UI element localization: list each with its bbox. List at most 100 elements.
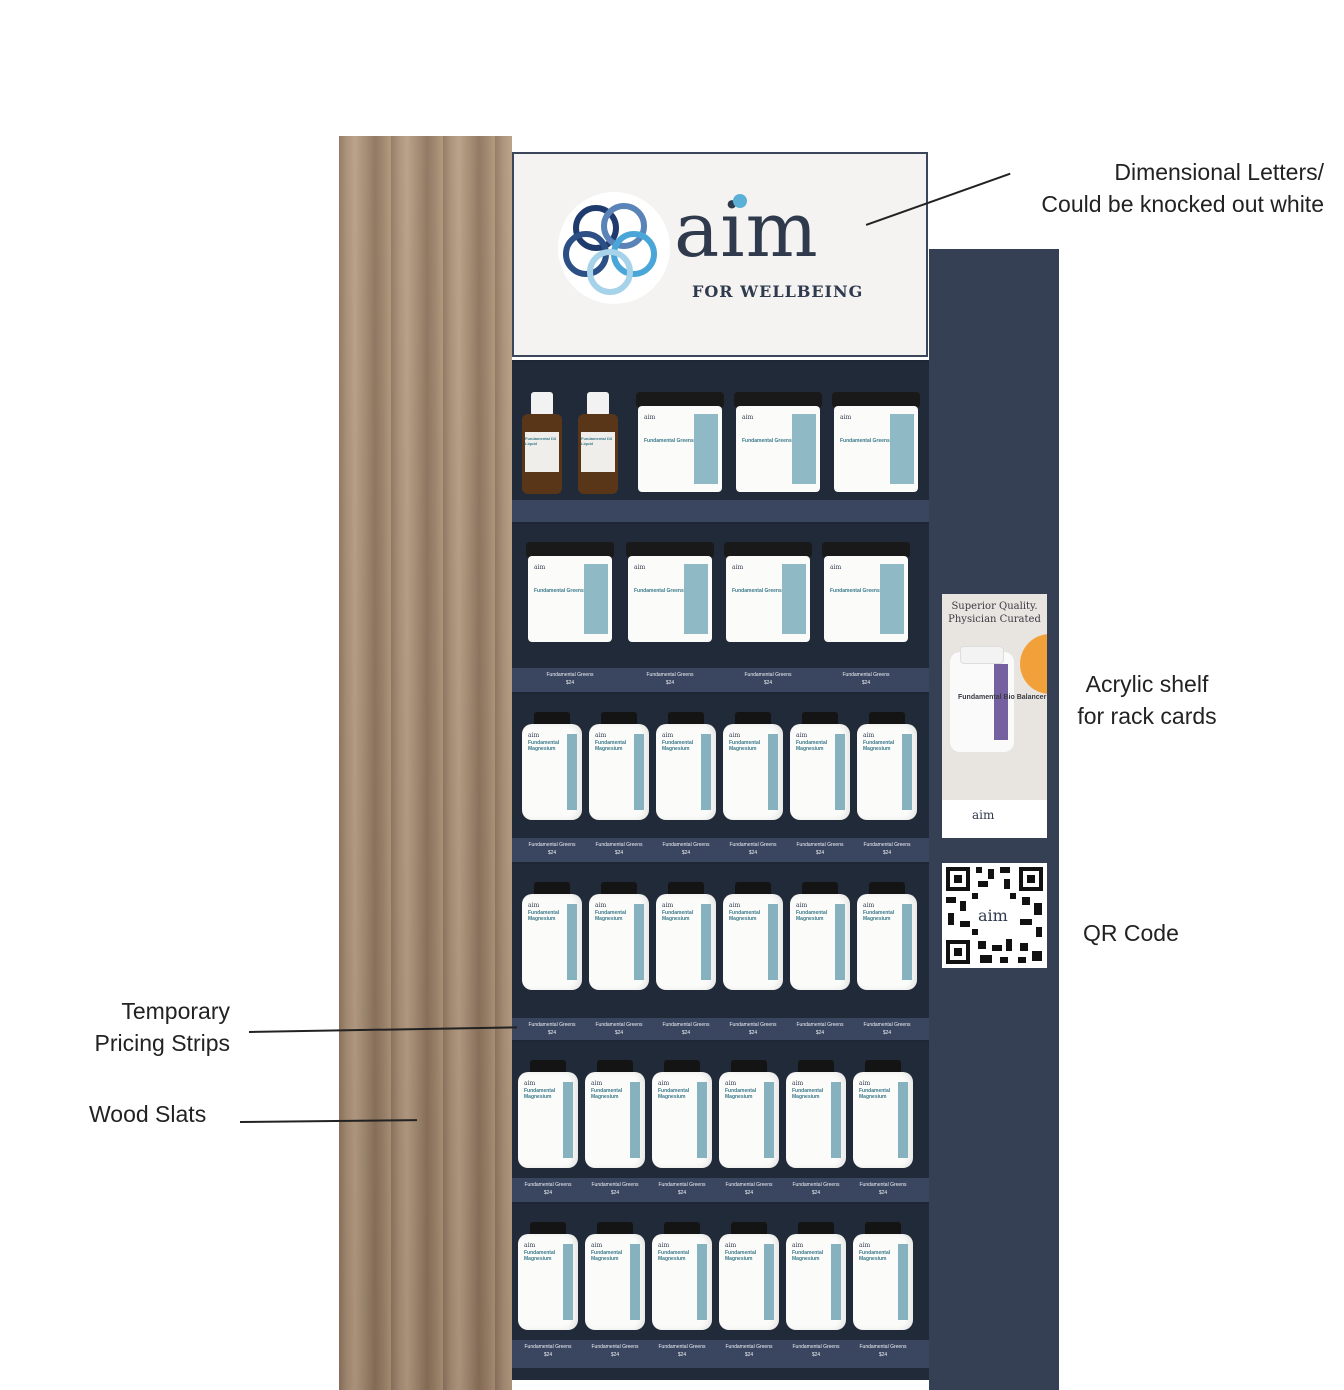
price-label: Fundamental Greens$24: [720, 671, 816, 687]
magnesium-bottle-logo: aim: [658, 1080, 670, 1087]
greens-tub-band: [694, 414, 718, 484]
greens-tub-band: [584, 564, 608, 634]
price-label-price: $24: [763, 680, 773, 686]
price-label-name: Fundamental Greens: [796, 842, 844, 848]
magnesium-bottle-cap: [601, 712, 637, 726]
greens-tub-name: Fundamental Greens: [840, 438, 890, 444]
price-label-price: $24: [565, 680, 575, 686]
price-label-price: $24: [748, 850, 758, 856]
header-sign: aim FOR WELLBEING: [512, 152, 928, 357]
price-label: Fundamental Greens$24: [782, 1181, 850, 1197]
magnesium-bottle-cap: [798, 1060, 834, 1074]
price-label: Fundamental Greens$24: [715, 1181, 783, 1197]
greens-tub-logo: aim: [534, 564, 546, 571]
greens-tub-name: Fundamental Greens: [732, 588, 782, 594]
magnesium-bottle-cap: [597, 1060, 633, 1074]
magnesium-bottle-name: Fundamental Magnesium: [863, 740, 895, 752]
price-label: Fundamental Greens$24: [581, 1181, 649, 1197]
wood-slats: [339, 136, 512, 1390]
greens-tub-lid: [526, 542, 614, 558]
magnesium-bottle-name: Fundamental Magnesium: [591, 1088, 623, 1100]
price-label-price: $24: [677, 1352, 687, 1358]
magnesium-bottle-band: [567, 904, 577, 980]
magnesium-bottle-logo: aim: [859, 1242, 871, 1249]
magnesium-bottle-band: [764, 1244, 774, 1320]
magnesium-bottle-name: Fundamental Magnesium: [725, 1250, 757, 1262]
annotation-wood-slats: Wood Slats: [89, 1101, 207, 1127]
rack-card-bottle-cap: [960, 646, 1004, 664]
price-label-price: $24: [811, 1352, 821, 1358]
price-label-price: $24: [878, 1352, 888, 1358]
price-label-name: Fundamental Greens: [859, 1344, 907, 1350]
magnesium-bottle-logo: aim: [591, 1080, 603, 1087]
price-label-price: $24: [811, 1190, 821, 1196]
magnesium-bottle-name: Fundamental Magnesium: [729, 910, 761, 922]
magnesium-bottle-cap: [534, 712, 570, 726]
annotation-acrylic-line2: for rack cards: [1077, 703, 1217, 729]
magnesium-bottle-logo: aim: [729, 902, 741, 909]
oil-bottle-cap: [587, 392, 609, 416]
oil-bottle: Fundamental D3 Liquid: [522, 392, 562, 496]
price-label: Fundamental Greens$24: [514, 1181, 582, 1197]
magnesium-bottle-cap: [735, 712, 771, 726]
price-label-name: Fundamental Greens: [646, 672, 694, 678]
magnesium-bottle-logo: aim: [792, 1080, 804, 1087]
greens-tub-band: [890, 414, 914, 484]
greens-tub-lid: [734, 392, 822, 408]
price-label-price: $24: [547, 1030, 557, 1036]
price-label: Fundamental Greens$24: [585, 841, 653, 857]
magnesium-bottle-cap: [735, 882, 771, 896]
price-label-name: Fundamental Greens: [796, 1022, 844, 1028]
price-label: Fundamental Greens$24: [719, 1021, 787, 1037]
greens-tub-logo: aim: [742, 414, 754, 421]
flower-logo-icon: [563, 203, 657, 295]
oil-bottle-name: Fundamental D3 Liquid: [581, 436, 613, 446]
magnesium-bottle-name: Fundamental Magnesium: [725, 1088, 757, 1100]
magnesium-bottle-logo: aim: [662, 902, 674, 909]
greens-tub-logo: aim: [830, 564, 842, 571]
magnesium-bottle-logo: aim: [863, 902, 875, 909]
price-label-price: $24: [543, 1190, 553, 1196]
price-label-price: $24: [665, 680, 675, 686]
price-label: Fundamental Greens$24: [853, 841, 921, 857]
oil-bottle-label: [581, 432, 615, 472]
magnesium-bottle-name: Fundamental Magnesium: [729, 740, 761, 752]
greens-tub-lid: [724, 542, 812, 558]
qr-code[interactable]: aim: [942, 863, 1047, 968]
greens-tub-band: [792, 414, 816, 484]
oil-bottle-name: Fundamental D3 Liquid: [525, 436, 557, 446]
annotation-acrylic-line1: Acrylic shelf: [1085, 671, 1209, 697]
magnesium-bottle-logo: aim: [595, 902, 607, 909]
pricing-strip: [512, 500, 929, 522]
annotation-qr-code: QR Code: [1083, 920, 1179, 946]
magnesium-bottle-cap: [869, 712, 905, 726]
magnesium-bottle-cap: [601, 882, 637, 896]
price-label-name: Fundamental Greens: [595, 1022, 643, 1028]
magnesium-bottle-name: Fundamental Magnesium: [796, 740, 828, 752]
greens-tub-lid: [626, 542, 714, 558]
magnesium-bottle-cap: [530, 1060, 566, 1074]
